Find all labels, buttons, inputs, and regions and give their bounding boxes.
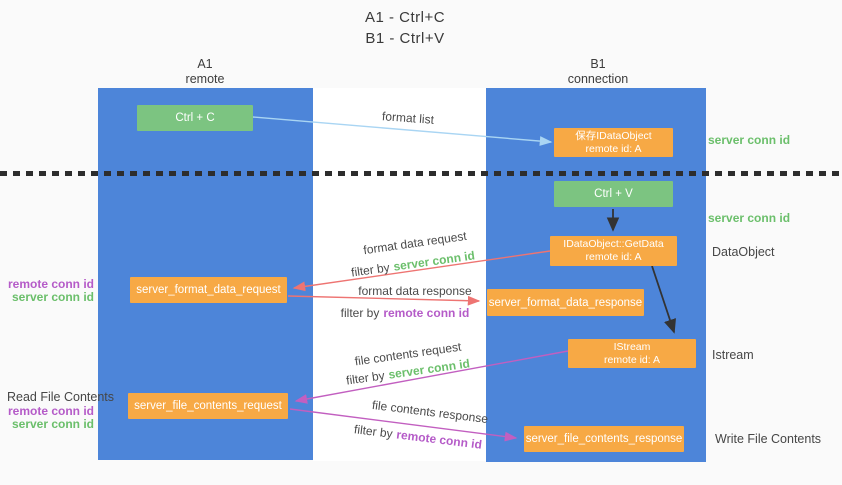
edge-label-format-data-response: format data response: [358, 284, 472, 298]
node-file-response-label: server_file_contents_response: [525, 433, 683, 445]
label-istream: Istream: [712, 348, 754, 362]
node-save-idataobject-line1: 保存IDataObject: [575, 129, 652, 142]
lane-a1-header: A1 remote: [186, 57, 225, 87]
node-istream: IStream remote id: A: [568, 339, 696, 368]
label-write-file-contents: Write File Contents: [715, 432, 822, 446]
label-server-conn-id-top: server conn id: [708, 133, 791, 147]
lane-b1-name: B1: [590, 57, 606, 71]
phase-separator-dotted-line: [0, 171, 842, 176]
node-ctrl-c-label: Ctrl + C: [175, 112, 215, 124]
lane-b1-header: B1 connection: [568, 57, 628, 87]
node-server-file-contents-request: server_file_contents_request: [128, 393, 288, 419]
node-ctrl-v-label: Ctrl + V: [594, 188, 633, 200]
label-server-conn-id-mid: server conn id: [708, 211, 791, 225]
node-istream-line1: IStream: [613, 340, 651, 353]
lane-a1-name: A1: [197, 57, 213, 71]
label-conn-ids-format: remote conn id server conn id: [0, 278, 94, 304]
node-save-idataobject: 保存IDataObject remote id: A: [554, 128, 673, 157]
node-format-response-label: server_format_data_response: [488, 296, 643, 309]
title-line-2: B1 - Ctrl+V: [365, 30, 445, 47]
node-ctrl-c: Ctrl + C: [137, 105, 253, 131]
node-idataobject-getdata: IDataObject::GetData remote id: A: [550, 236, 677, 266]
node-getdata-line1: IDataObject::GetData: [563, 238, 664, 250]
label-remote-conn-id: remote conn id: [7, 404, 94, 418]
label-read-file-contents: Read File Contents: [7, 390, 115, 404]
title-line-1: A1 - Ctrl+C: [364, 9, 446, 26]
label-server-conn-id: server conn id: [11, 417, 94, 431]
filter-prefix: filter by: [340, 306, 380, 320]
node-save-idataobject-line2: remote id: A: [585, 142, 642, 155]
node-getdata-line2: remote id: A: [585, 251, 642, 263]
node-istream-line2: remote id: A: [603, 353, 661, 366]
node-server-format-data-response: server_format_data_response: [487, 289, 644, 316]
node-file-request-label: server_file_contents_request: [134, 400, 282, 412]
node-format-request-label: server_format_data_request: [136, 284, 281, 296]
label-server-conn-id: server conn id: [11, 290, 94, 304]
diagram-title: A1 - Ctrl+C B1 - Ctrl+V: [365, 7, 445, 49]
label-conn-ids-file: remote conn id server conn id: [0, 405, 94, 431]
label-dataobject: DataObject: [712, 245, 775, 259]
node-server-file-contents-response: server_file_contents_response: [524, 426, 684, 452]
label-remote-conn-id: remote conn id: [7, 277, 94, 291]
node-server-format-data-request: server_format_data_request: [130, 277, 287, 303]
filter-key-remote-conn-id: remote conn id: [383, 306, 470, 320]
lane-b1-subtitle: connection: [567, 72, 629, 86]
lane-a1-subtitle: remote: [185, 72, 225, 86]
node-ctrl-v: Ctrl + V: [554, 181, 673, 207]
